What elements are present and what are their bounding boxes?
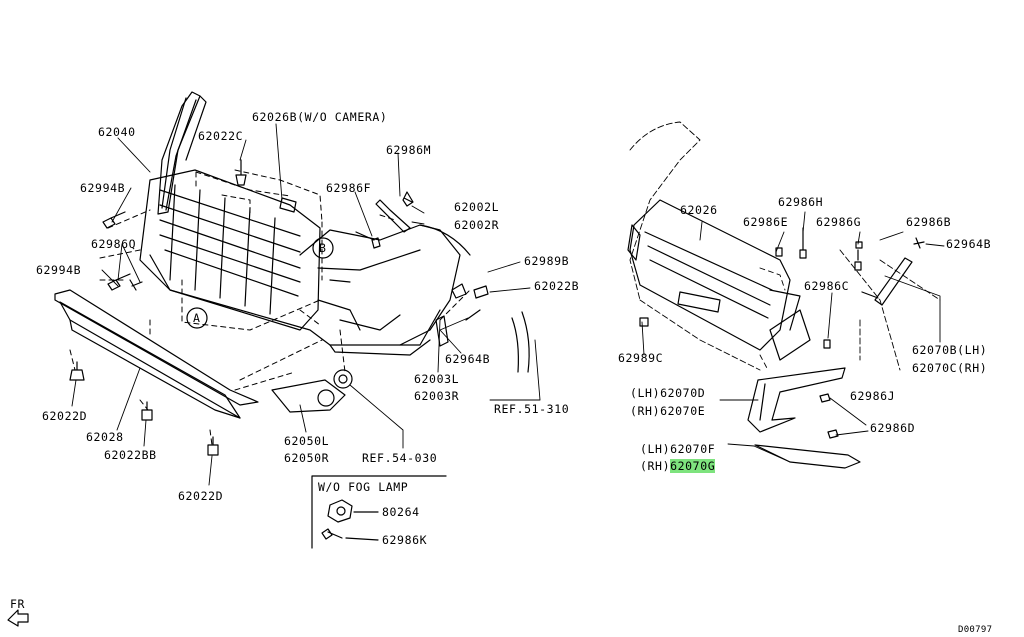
dashed-guides [69,169,471,446]
callout-b-label: B [319,241,327,255]
part-label-62070f: (LH)62070F [640,442,716,456]
part-label-62986d: 62986D [870,421,916,435]
part-label-62986k: 62986K [382,533,428,547]
part-label-62070g-row: (RH)62070G [640,459,716,473]
part-label-62986q: 62986Q [91,237,137,251]
part-label-62003r: 62003R [414,389,460,403]
part-label-62989c: 62989C [618,351,664,365]
part-label-62986j: 62986J [850,389,896,403]
part-label-62986h: 62986H [778,195,824,209]
fasteners-left [69,159,489,456]
fasteners-right [639,227,925,439]
inset-title: W/O FOG LAMP [318,480,409,494]
leader-lines-right [641,211,945,463]
part-label-62964b-left: 62964B [445,352,491,366]
front-indicator-label: FR [10,597,26,611]
diagram-code: D00797 [958,625,993,635]
part-label-62986b: 62986B [906,215,952,229]
lower-absorber [54,289,259,419]
part-label-62022bb: 62022BB [104,448,157,462]
side-prefix-rh: (RH) [640,459,671,473]
part-label-62026b: 62026B(W/O CAMERA) [252,110,388,124]
part-label-62070c: 62070C(RH) [912,361,988,375]
part-label-62964b-right: 62964B [946,237,992,251]
part-label-62022c: 62022C [198,129,244,143]
part-label-62994b-upper: 62994B [80,181,126,195]
part-label-62022d-left: 62022D [42,409,88,423]
rear-bumper-body [627,199,801,351]
inset-box [311,475,447,549]
bumper-reinforcement-arm [157,91,207,215]
part-label-62986g: 62986G [816,215,862,229]
dashed-guides-right [759,267,786,371]
part-label-62002l: 62002L [454,200,500,214]
part-label-62989b: 62989B [524,254,570,268]
ref-label-54-030: REF.54-030 [362,451,438,465]
part-label-62022d-bottom: 62022D [178,489,224,503]
part-label-62040: 62040 [98,125,136,139]
fog-lamp-bezel [271,369,353,413]
part-label-62070d: (LH)62070D [630,386,706,400]
front-arrow-icon [7,609,29,627]
part-label-62070b: 62070B(LH) [912,343,988,357]
part-label-62028: 62028 [86,430,124,444]
part-label-62026: 62026 [680,203,718,217]
callout-a-label: A [193,311,201,325]
rear-bumper-outline [629,121,941,371]
part-label-62070e: (RH)62070E [630,404,706,418]
part-label-62986c: 62986C [804,279,850,293]
leader-lines-left [71,123,541,486]
ref-label-51-310: REF.51-310 [494,402,570,416]
fender-edge [511,311,530,373]
part-label-62002r: 62002R [454,218,500,232]
callout-a-circle [186,307,208,329]
part-label-62994b-lower: 62994B [36,263,82,277]
part-label-62050r: 62050R [284,451,330,465]
bumper-cover [139,169,471,356]
part-label-62050l: 62050L [284,434,330,448]
part-label-62070g-highlighted[interactable]: 62070G [670,459,716,473]
part-label-62986f: 62986F [326,181,372,195]
part-label-62986m: 62986M [386,143,432,157]
part-label-62986e: 62986E [743,215,789,229]
callout-b-circle [312,237,334,259]
part-label-62022b: 62022B [534,279,580,293]
part-label-80264: 80264 [382,505,420,519]
part-label-62003l: 62003L [414,372,460,386]
